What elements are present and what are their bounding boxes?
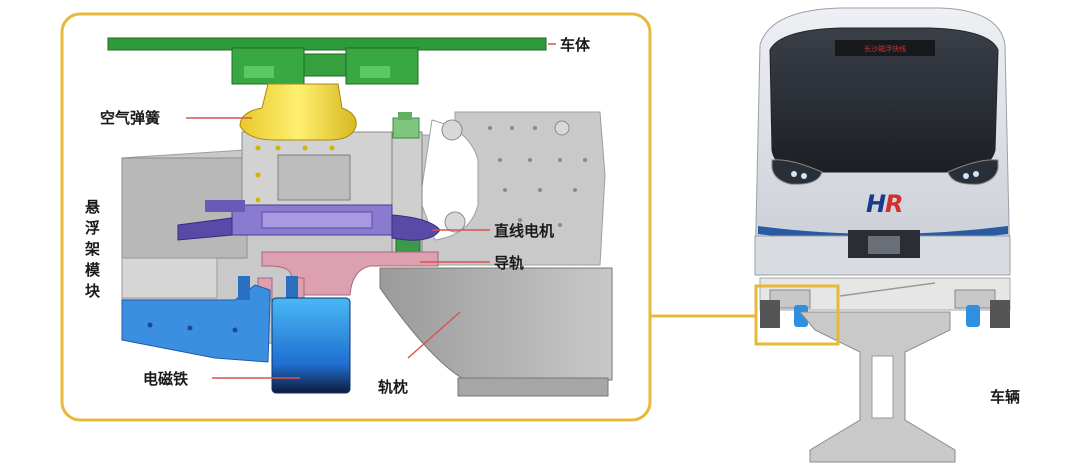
detail-panel: 车体 空气弹簧 悬 浮 架 模 块 直线电机 导轨 电磁铁 轨枕 (60, 12, 652, 422)
hr-logo: H R (866, 190, 903, 218)
train-sign-text: 长沙磁浮快线 (864, 44, 906, 53)
svg-text:模: 模 (85, 261, 101, 279)
svg-text:块: 块 (85, 282, 101, 300)
highlight-box (754, 284, 840, 346)
bogie-dark (760, 300, 780, 328)
left-base (121, 257, 218, 299)
svg-text:浮: 浮 (85, 219, 100, 237)
car-body-beam (107, 37, 547, 51)
label-guide-rail: 导轨 (494, 254, 524, 272)
label-suspension-module: 悬 浮 架 模 块 (84, 198, 101, 300)
svg-text:H: H (866, 190, 886, 218)
label-car-body: 车体 (560, 36, 591, 54)
bogie-dark (990, 300, 1010, 328)
damper-top (392, 117, 420, 139)
svg-text:R: R (885, 190, 903, 218)
headlight-right-icon (947, 159, 999, 185)
car-body-link (303, 53, 347, 77)
magnet-left (794, 305, 808, 327)
car-body-pad (244, 66, 274, 78)
sleeper-foot (457, 377, 609, 397)
leader-lines (186, 43, 556, 379)
linear-motor-fin (261, 211, 373, 229)
svg-text:架: 架 (84, 240, 100, 258)
svg-text:悬: 悬 (85, 198, 100, 216)
train-destination-sign (835, 40, 935, 56)
label-linear-motor: 直线电机 (494, 222, 554, 240)
label-vehicle: 车辆 (990, 388, 1020, 406)
coupler (868, 236, 900, 254)
car-body-pad (360, 66, 390, 78)
electromagnet-bolts (147, 322, 238, 333)
magnet-right (966, 305, 980, 327)
guide-rail (261, 251, 439, 296)
train-front: 长沙磁浮快线 H R 车辆 (754, 7, 1020, 463)
frame-hole (444, 211, 466, 233)
linear-motor-arm (177, 217, 233, 241)
electromagnet-lug (286, 276, 298, 300)
damper-cap (398, 112, 412, 120)
frame-bolts (488, 126, 587, 227)
linear-motor-bracket (205, 200, 245, 212)
center-window (277, 154, 351, 201)
housing-bolts (255, 145, 335, 203)
label-sleeper: 轨枕 (378, 378, 408, 396)
pier-cutout (871, 355, 894, 419)
electromagnet-coil (271, 297, 351, 394)
headlight-left-icon (771, 159, 823, 185)
frame-hole (441, 119, 463, 141)
frame-hole (554, 120, 570, 136)
label-electromagnet: 电磁铁 (143, 370, 188, 388)
label-air-spring: 空气弹簧 (100, 109, 160, 127)
electromagnet-lug (238, 276, 250, 300)
